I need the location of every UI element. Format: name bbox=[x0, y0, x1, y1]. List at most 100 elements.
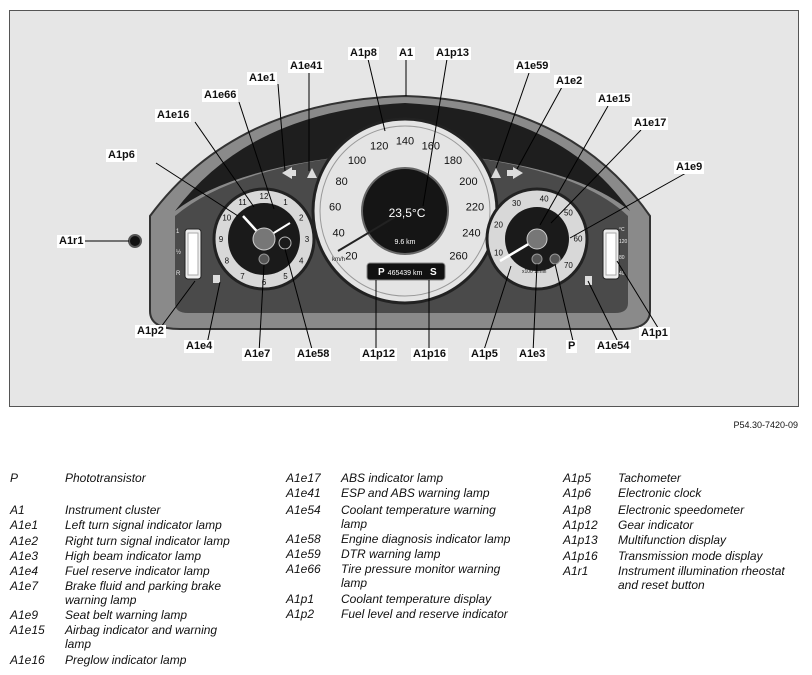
callout-A1e2: A1e2 bbox=[554, 75, 585, 88]
figure-reference: P54.30-7420-09 bbox=[733, 420, 798, 430]
temp-unit-label: °C bbox=[619, 227, 625, 233]
legend-description: Seat belt warning lamp bbox=[65, 608, 188, 622]
speedo-nums-numeral: 200 bbox=[459, 176, 477, 188]
legend-code: A1e3 bbox=[10, 549, 39, 563]
fuel-gauge: 1 ½ R bbox=[176, 228, 202, 280]
tacho-nums-numeral: 40 bbox=[540, 194, 549, 203]
rheostat-knob bbox=[128, 234, 142, 248]
fuel-reserve-label: R bbox=[176, 271, 181, 277]
legend-code: A1p5 bbox=[563, 471, 592, 485]
dtr-warning-icon bbox=[491, 168, 501, 178]
callout-A1e41: A1e41 bbox=[288, 60, 325, 73]
legend-code: A1e66 bbox=[286, 562, 321, 576]
callout-A1e54: A1e54 bbox=[595, 340, 632, 353]
speed-unit-label: km/h bbox=[332, 257, 345, 263]
right-turn-arrow-icon bbox=[513, 167, 523, 179]
fuel-full-label: 1 bbox=[176, 229, 180, 235]
clock-numeral: 1 bbox=[283, 198, 288, 207]
callout-A1e66: A1e66 bbox=[202, 89, 239, 102]
clock-numeral: 11 bbox=[238, 198, 247, 207]
speedo-nums-numeral: 240 bbox=[462, 228, 480, 240]
legend-description: DTR warning lamp bbox=[341, 547, 441, 561]
legend-description: Fuel level and reserve indicator bbox=[341, 607, 508, 621]
speedo-nums-numeral: 180 bbox=[444, 155, 462, 167]
legend-code: A1e59 bbox=[286, 547, 321, 561]
legend-description: Brake fluid and parking brake warning la… bbox=[65, 579, 222, 607]
temperature-readout: 23,5°C bbox=[389, 206, 426, 220]
fuel-half-label: ½ bbox=[176, 249, 181, 256]
legend-description: ABS indicator lamp bbox=[341, 471, 444, 485]
legend-description: ESP and ABS warning lamp bbox=[341, 486, 490, 500]
legend-code: A1p16 bbox=[563, 549, 598, 563]
coolant-temp-icon bbox=[585, 276, 592, 285]
legend-code: A1e17 bbox=[286, 471, 321, 485]
legend-code: A1e15 bbox=[10, 623, 45, 637]
odometer-readout: 465439 km bbox=[388, 270, 423, 277]
legend-description: Tire pressure monitor warning lamp bbox=[341, 562, 501, 590]
legend-description: Instrument illumination rheostat and res… bbox=[618, 564, 785, 592]
legend-description: Gear indicator bbox=[618, 518, 694, 532]
legend-code: A1p13 bbox=[563, 533, 598, 547]
callout-A1p8: A1p8 bbox=[348, 47, 379, 60]
tacho-nums-numeral: 50 bbox=[564, 208, 573, 217]
speedo-nums-numeral: 20 bbox=[345, 251, 357, 263]
speedo-nums-numeral: 40 bbox=[332, 228, 344, 240]
legend-description: Fuel reserve indicator lamp bbox=[65, 564, 210, 578]
clock-numeral: 7 bbox=[240, 272, 245, 281]
callout-A1p12: A1p12 bbox=[360, 348, 398, 361]
clock-numeral: 12 bbox=[260, 192, 269, 201]
legend-code: A1p6 bbox=[563, 486, 592, 500]
callout-A1e16: A1e16 bbox=[155, 109, 192, 122]
legend-code: A1e1 bbox=[10, 518, 39, 532]
callout-A1e1: A1e1 bbox=[247, 72, 278, 85]
legend-description: Electronic speedometer bbox=[618, 503, 745, 517]
legend-description: High beam indicator lamp bbox=[65, 549, 202, 563]
clock-numeral: 10 bbox=[222, 214, 231, 223]
legend-code: A1p8 bbox=[563, 503, 592, 517]
legend-code: A1p1 bbox=[286, 592, 315, 606]
speedo-nums-numeral: 220 bbox=[466, 202, 484, 214]
callout-A1p16: A1p16 bbox=[411, 348, 449, 361]
callout-A1p1: A1p1 bbox=[639, 327, 670, 340]
callout-A1p2: A1p2 bbox=[135, 325, 166, 338]
callout-A1p13: A1p13 bbox=[434, 47, 472, 60]
legend-description: Airbag indicator and warning lamp bbox=[65, 623, 218, 651]
callout-A1e4: A1e4 bbox=[184, 340, 215, 353]
esp-warning-icon bbox=[307, 168, 317, 178]
legend-code: A1e4 bbox=[10, 564, 39, 578]
cluster-hood bbox=[175, 103, 630, 211]
left-turn-arrow-icon bbox=[282, 167, 292, 179]
clock-numeral: 9 bbox=[219, 235, 224, 244]
legend-description: Coolant temperature display bbox=[341, 592, 492, 606]
trip-readout: 9.6 km bbox=[394, 239, 415, 246]
legend-code: A1e54 bbox=[286, 503, 321, 517]
clock-numeral: 3 bbox=[305, 235, 310, 244]
leader-lines bbox=[85, 58, 687, 354]
speedo-nums-numeral: 80 bbox=[335, 176, 347, 188]
mode-letter: S bbox=[430, 267, 437, 278]
legend-description: Engine diagnosis indicator lamp bbox=[341, 532, 511, 546]
legend-description: Multifunction display bbox=[618, 533, 727, 547]
callout-A1e7: A1e7 bbox=[242, 348, 273, 361]
legend-code: A1r1 bbox=[563, 564, 589, 578]
legend-description: Instrument cluster bbox=[65, 503, 161, 517]
legend-description: Right turn signal indicator lamp bbox=[65, 534, 230, 548]
tacho-nums-numeral: 70 bbox=[564, 261, 573, 270]
callout-A1p6: A1p6 bbox=[106, 149, 137, 162]
speedo-nums-numeral: 60 bbox=[329, 202, 341, 214]
temp-40-label: 40 bbox=[619, 271, 625, 277]
gear-letter: P bbox=[378, 267, 385, 278]
coolant-temp-gauge: °C 120 80 40 bbox=[602, 227, 628, 280]
fuel-reserve-icon bbox=[213, 275, 220, 283]
speedo-nums-numeral: 260 bbox=[449, 251, 467, 263]
clock-numeral: 6 bbox=[262, 278, 267, 287]
speedo-nums-numeral: 120 bbox=[370, 141, 388, 153]
temp-80-label: 80 bbox=[619, 255, 625, 261]
callout-A1r1: A1r1 bbox=[57, 235, 86, 248]
legend-code: P bbox=[10, 471, 19, 485]
legend-code: A1 bbox=[10, 503, 25, 517]
tacho-nums-numeral: 30 bbox=[512, 199, 521, 208]
callout-A1e15: A1e15 bbox=[596, 93, 633, 106]
